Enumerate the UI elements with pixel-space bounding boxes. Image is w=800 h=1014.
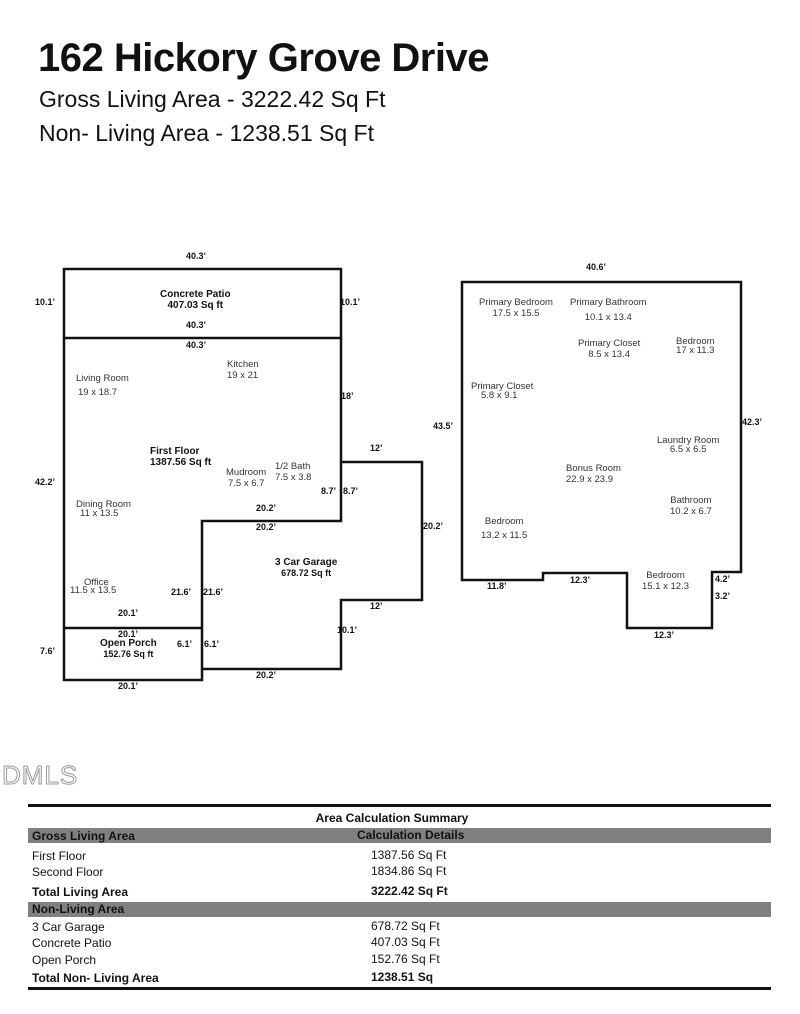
gross-header: Gross Living Area [32, 829, 135, 843]
dimension: 12.3’ [570, 575, 591, 585]
dimension: 21.6’ [171, 587, 192, 597]
gross-living-area: Gross Living Area - 3222.42 Sq Ft [39, 86, 386, 112]
row-label: 3 Car Garage [32, 920, 105, 934]
second-floor-outline [460, 280, 743, 630]
total-living-value: 3222.42 Sq Ft [371, 884, 448, 898]
row-label: Concrete Patio [32, 936, 112, 950]
dimension: 10.1’ [337, 625, 358, 635]
total-living-label: Total Living Area [32, 885, 129, 899]
dimension: 20.1’ [118, 629, 139, 639]
row-label: Second Floor [32, 865, 104, 879]
page-title: 162 Hickory Grove Drive [38, 36, 489, 80]
details-header: Calculation Details [357, 828, 465, 842]
dimension: 6.1’ [177, 639, 193, 649]
row-value: 152.76 Sq Ft [371, 952, 440, 966]
dimension: 6.1’ [204, 639, 220, 649]
dimension: 20.2’ [256, 522, 277, 532]
dimension: 12’ [370, 601, 383, 611]
patio-outline [62, 267, 343, 340]
non-living-header: Non-Living Area [32, 902, 125, 916]
floor-plan-outlines [62, 267, 743, 682]
total-non-living-value: 1238.51 Sq [371, 970, 434, 984]
dimension: 20.2’ [423, 521, 444, 531]
dimension: 20.1’ [118, 681, 139, 691]
row-value: 1834.86 Sq Ft [371, 864, 447, 878]
dimension: 3.2’ [715, 591, 731, 601]
dimension: 12.3’ [654, 630, 675, 640]
dimension: 43.5’ [433, 421, 454, 431]
dimension: 20.2’ [256, 503, 277, 513]
dimension: 20.1’ [118, 608, 139, 618]
dimension: 40.3’ [186, 340, 207, 350]
dimension: 7.6’ [40, 646, 56, 656]
row-value: 678.72 Sq Ft [371, 919, 440, 933]
dimension: 40.3’ [186, 320, 207, 330]
non-living-area: Non- Living Area - 1238.51 Sq Ft [39, 120, 374, 146]
garage-outline [202, 460, 424, 671]
table-top-rule [28, 804, 771, 807]
summary-title: Area Calculation Summary [315, 811, 469, 825]
table-bottom-rule [28, 987, 771, 990]
dimension: 12’ [370, 443, 383, 453]
dimension: 10.1’ [340, 297, 361, 307]
dimension: 8.7’ [321, 486, 337, 496]
dimension: 4.2’ [715, 574, 731, 584]
total-non-living-label: Total Non- Living Area [32, 971, 159, 985]
dimension: 8.7’ [343, 486, 359, 496]
dimension: 11.8’ [487, 581, 507, 591]
row-label: Open Porch [32, 953, 97, 967]
first-floor-outline [62, 338, 343, 682]
dimension: 20.2’ [256, 670, 277, 680]
row-value: 1387.56 Sq Ft [371, 848, 447, 862]
mls-watermark: DMLS [1, 760, 79, 791]
dimension: 18’ [341, 391, 354, 401]
dimension: 40.6’ [586, 262, 607, 272]
non-living-header-bar [28, 902, 771, 917]
row-label: First Floor [32, 849, 86, 863]
dimension: 10.1’ [35, 297, 56, 307]
dimension: 21.6’ [203, 587, 224, 597]
gross-header-bar [28, 828, 771, 843]
dimension: 40.3’ [186, 251, 207, 261]
dimension: 42.3’ [742, 417, 763, 427]
dimension: 42.2’ [35, 477, 56, 487]
row-value: 407.03 Sq Ft [371, 935, 440, 949]
